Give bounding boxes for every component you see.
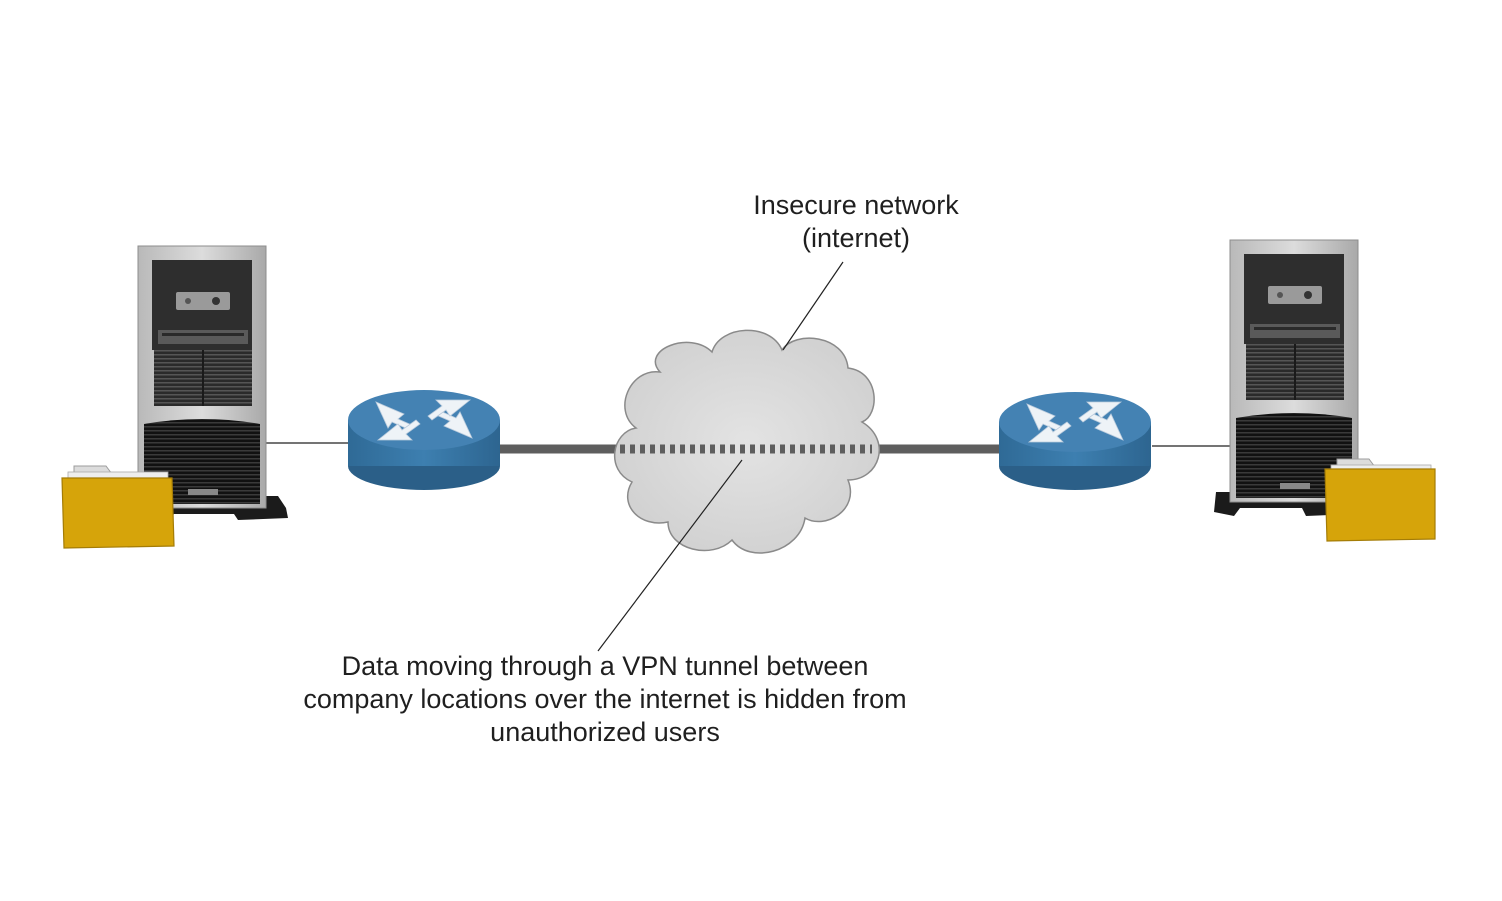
folder-icon	[61, 465, 175, 549]
router-icon	[999, 392, 1151, 490]
vpn-description-line2: company locations over the internet is h…	[303, 684, 907, 714]
folder-icon	[1324, 458, 1436, 542]
insecure-network-label: Insecure network (internet)	[706, 189, 1006, 255]
server-tower-icon	[137, 245, 288, 520]
router-icon	[348, 390, 500, 490]
vpn-description-label: Data moving through a VPN tunnel between…	[255, 650, 955, 749]
vpn-description-line1: Data moving through a VPN tunnel between	[341, 651, 869, 681]
callout-line-internet	[782, 261, 844, 351]
server-tower-icon	[1214, 239, 1359, 516]
insecure-network-label-line1: Insecure network	[753, 190, 959, 220]
vpn-description-line3: unauthorized users	[490, 717, 720, 747]
callout-line-vpn	[597, 459, 743, 652]
cloud-icon	[614, 329, 880, 554]
insecure-network-label-line2: (internet)	[801, 223, 911, 253]
